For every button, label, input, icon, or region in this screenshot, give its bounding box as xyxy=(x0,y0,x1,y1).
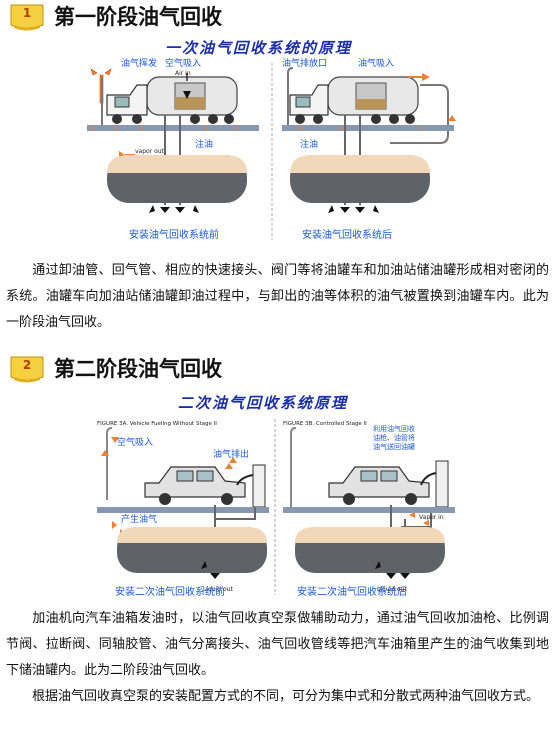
diagram2-title: 二次油气回收系统原理 xyxy=(178,394,349,412)
ground-arrows xyxy=(91,126,238,130)
ground-slab xyxy=(87,125,259,131)
air-intake-arrow-icon xyxy=(101,437,119,456)
stage2-right-panel: FIGURE 3B. Controlled Stage II 利用油气回收 油枪… xyxy=(283,421,455,598)
car-icon xyxy=(328,466,430,505)
vapor-exhaust-arrow-icon xyxy=(225,457,237,469)
label-vapor-generated: 产生油气 xyxy=(121,513,157,525)
tanker-truck-icon xyxy=(289,76,419,124)
vapor-return-pipe xyxy=(390,84,449,144)
ground-slab xyxy=(282,125,454,131)
note-line3: 油气送回油罐 xyxy=(373,442,415,451)
note-line1: 利用油气回收 xyxy=(373,424,415,433)
section2-paragraph1-text: 加油机向汽车油箱发油时，以油气回收真空泵做辅助动力，通过油气回收加油枪、比例调节… xyxy=(6,611,549,678)
stage1-diagram: 油气挥发 空气吸入 Air in xyxy=(87,57,456,241)
tank-flow-arrows xyxy=(375,561,410,579)
section1-paragraph: 通过卸油管、回气管、相应的快速接头、阀门等将油罐车和加油站储油罐形成相对密闭的系… xyxy=(6,258,549,336)
section2-title: 第二阶段油气回收 xyxy=(54,357,222,381)
section2-paragraph2: 根据油气回收真空泵的安装配置方式的不同，可分为集中式和分散式两种油气回收方式。 xyxy=(6,684,549,710)
label-air-intake: 空气吸入 xyxy=(165,57,201,69)
caption-before-stage2: 安装二次油气回收系统前 xyxy=(115,585,225,598)
tank-flow-arrows xyxy=(328,205,379,213)
label-liquid-out-left: Liquid out xyxy=(203,586,233,593)
caption-after-stage2: 安装二次油气回收系统后 xyxy=(297,585,407,598)
underground-tank-icon xyxy=(117,527,267,573)
label-vent-outlet: 油气排放口 xyxy=(282,57,327,69)
label-figure-3a: FIGURE 3A. Vehicle Fueling Without Stage… xyxy=(97,421,217,427)
tank-flow-arrows xyxy=(201,561,220,579)
label-vent: 油气挥发 xyxy=(121,57,157,69)
note-line2: 油枪、油管将 xyxy=(373,433,415,442)
ground-arrows xyxy=(300,126,423,130)
label-vapor-out: vapor out xyxy=(135,148,165,155)
label-vapor-in: Vapor in xyxy=(419,514,444,521)
vapor-intake-arrow-icon xyxy=(408,73,456,121)
stage2-left-panel: FIGURE 3A. Vehicle Fueling Without Stage… xyxy=(97,421,269,598)
label-vapor-exhaust: 油气排出 xyxy=(213,448,249,460)
tanker-truck-icon xyxy=(106,73,238,124)
diagram1-title: 一次油气回收系统的原理 xyxy=(165,39,353,57)
underground-tank-icon xyxy=(290,155,430,203)
number-badge-icon: 1 xyxy=(8,1,46,31)
underground-tank-icon xyxy=(107,155,247,203)
section1-paragraph-text: 通过卸油管、回气管、相应的快速接头、阀门等将油罐车和加油站储油罐形成相对密闭的系… xyxy=(6,263,549,330)
stage1-left-panel: 油气挥发 空气吸入 Air in xyxy=(87,57,259,241)
number-badge-icon: 2 xyxy=(8,353,46,383)
label-vapor-intake: 油气吸入 xyxy=(358,57,394,69)
label-air-intake-2: 空气吸入 xyxy=(117,436,153,448)
ground-slab xyxy=(283,507,455,513)
vapor-in-arrow-icon xyxy=(409,512,429,526)
section2-paragraph1: 加油机向汽车油箱发油时，以油气回收真空泵做辅助动力，通过油气回收加油枪、比例调节… xyxy=(6,606,549,684)
label-liquid-out-right: Liquid out xyxy=(377,586,407,593)
caption-before-stage1: 安装油气回收系统前 xyxy=(129,228,219,241)
badge-number: 2 xyxy=(22,358,32,372)
stage1-right-panel: 油气排放口 油气吸入 注油 xyxy=(282,57,456,241)
badge-number: 1 xyxy=(22,6,32,20)
ground-slab xyxy=(97,507,269,513)
label-figure-3b: FIGURE 3B. Controlled Stage II xyxy=(283,421,367,427)
section2-heading: 2 第二阶段油气回收 xyxy=(0,352,222,384)
underground-tank-icon xyxy=(295,527,445,573)
caption-after-stage1: 安装油气回收系统后 xyxy=(302,228,392,241)
car-icon xyxy=(144,466,246,505)
label-air-in: Air in xyxy=(175,70,191,77)
section1-title: 第一阶段油气回收 xyxy=(54,5,222,29)
tank-flow-arrows xyxy=(149,205,199,213)
stage2-diagram: FIGURE 3A. Vehicle Fueling Without Stage… xyxy=(97,419,455,598)
section2-paragraph2-text: 根据油气回收真空泵的安装配置方式的不同，可分为集中式和分散式两种油气回收方式。 xyxy=(32,689,540,704)
label-oil-in-left: 注油 xyxy=(195,138,213,150)
label-oil-in-right: 注油 xyxy=(300,138,318,150)
section1-heading: 1 第一阶段油气回收 xyxy=(0,0,222,32)
